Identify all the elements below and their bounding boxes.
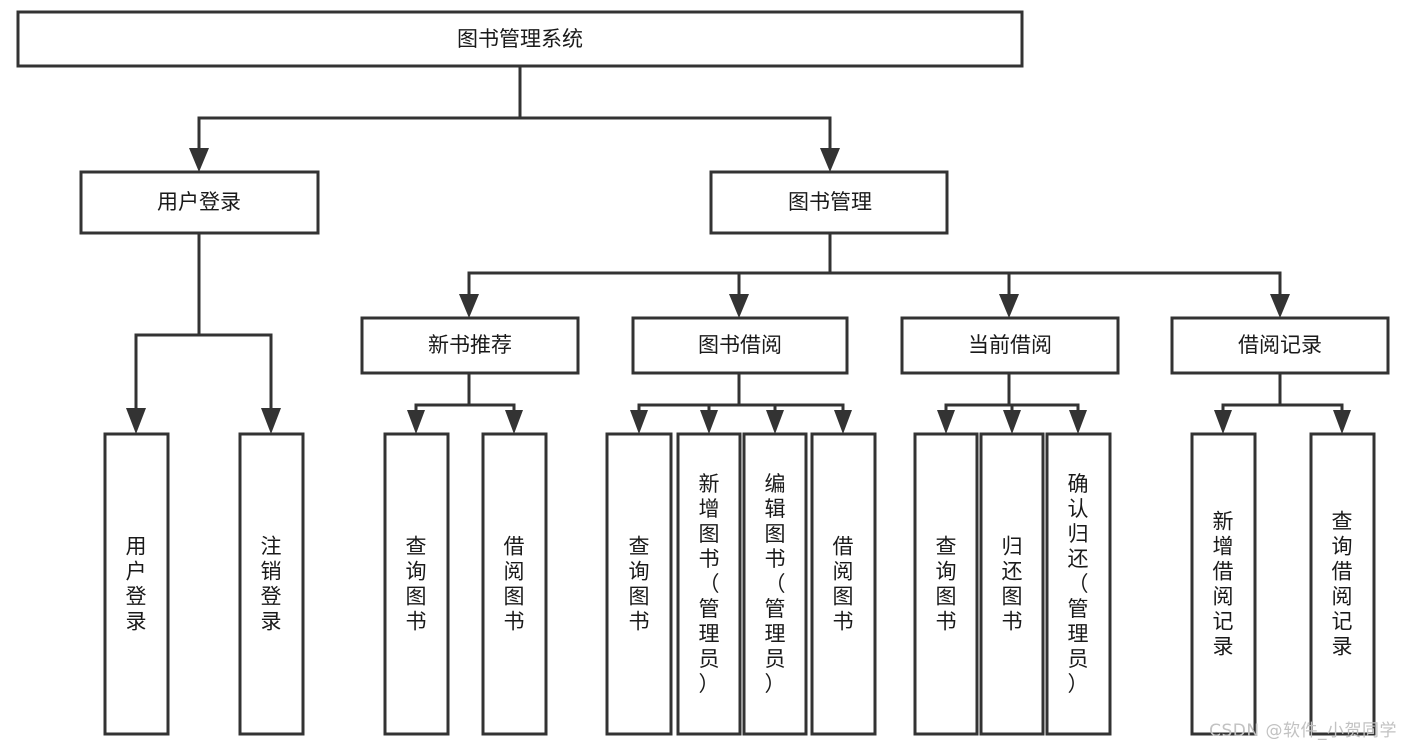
- node-leaf-logout[interactable]: 注销登录: [238, 432, 305, 736]
- arrowhead-leaf-confirm-return: [1069, 410, 1087, 434]
- node-leaf-query-book-c-box[interactable]: [913, 432, 979, 736]
- arrowhead-leaf-borrow-book-b: [834, 410, 852, 434]
- node-leaf-query-book-b-label: 查询图书: [629, 535, 650, 634]
- node-root-label: 图书管理系统: [457, 27, 583, 51]
- node-leaf-return-book[interactable]: 归还图书: [979, 432, 1045, 736]
- node-leaf-borrow-book-rec[interactable]: 借阅图书: [481, 432, 548, 736]
- node-leaf-query-book-b[interactable]: 查询图书: [605, 432, 673, 736]
- node-leaf-edit-book-box[interactable]: [742, 432, 808, 736]
- node-book-borrow[interactable]: 图书借阅: [631, 316, 849, 375]
- node-root-box[interactable]: [16, 10, 1024, 68]
- node-book-borrow-label: 图书借阅: [698, 333, 782, 357]
- arrowhead-leaf-query-book-rec: [407, 410, 425, 434]
- arrowhead-leaf-user-login: [126, 408, 146, 434]
- node-leaf-edit-book[interactable]: 编辑图书（管理员）: [742, 432, 808, 736]
- node-book-manage[interactable]: 图书管理: [709, 170, 949, 235]
- arrowhead-new-book-rec: [459, 294, 479, 318]
- node-leaf-borrow-book-rec-label: 借阅图书: [504, 535, 525, 634]
- node-leaf-borrow-book-b-box[interactable]: [810, 432, 877, 736]
- node-leaf-borrow-book-b[interactable]: 借阅图书: [810, 432, 877, 736]
- arrowhead-leaf-borrow-book-rec: [505, 410, 523, 434]
- arrowhead-leaf-add-book: [700, 410, 718, 434]
- node-borrow-record[interactable]: 借阅记录: [1170, 316, 1390, 375]
- node-leaf-add-book-label: 新增图书（管理员）: [699, 472, 720, 696]
- arrowhead-leaf-query-book-b: [630, 410, 648, 434]
- node-leaf-query-record-label: 查询借阅记录: [1332, 510, 1353, 659]
- node-current-borrow[interactable]: 当前借阅: [900, 316, 1120, 375]
- node-leaf-edit-book-label: 编辑图书（管理员）: [765, 472, 786, 696]
- node-leaf-borrow-book-b-label: 借阅图书: [833, 535, 854, 634]
- node-leaf-query-book-rec-label: 查询图书: [406, 535, 427, 634]
- node-current-borrow-box[interactable]: [900, 316, 1120, 375]
- node-user-login[interactable]: 用户登录: [79, 170, 320, 235]
- arrowhead-leaf-return-book: [1003, 410, 1021, 434]
- arrowhead-leaf-logout: [261, 408, 281, 434]
- arrowhead-book-manage: [820, 148, 840, 172]
- node-leaf-add-book[interactable]: 新增图书（管理员）: [676, 432, 742, 736]
- node-leaf-add-record-label: 新增借阅记录: [1213, 510, 1234, 659]
- node-leaf-borrow-book-rec-box[interactable]: [481, 432, 548, 736]
- node-leaf-confirm-return[interactable]: 确认归还（管理员）: [1045, 432, 1112, 736]
- node-leaf-user-login[interactable]: 用户登录: [103, 432, 170, 736]
- node-leaf-query-book-c[interactable]: 查询图书: [913, 432, 979, 736]
- node-book-borrow-box[interactable]: [631, 316, 849, 375]
- arrowhead-borrow-record: [1270, 294, 1290, 318]
- node-current-borrow-label: 当前借阅: [968, 333, 1052, 357]
- node-leaf-query-book-rec[interactable]: 查询图书: [383, 432, 450, 736]
- arrowhead-leaf-add-record: [1214, 410, 1232, 434]
- node-borrow-record-label: 借阅记录: [1238, 333, 1322, 357]
- node-leaf-user-login-box[interactable]: [103, 432, 170, 736]
- node-leaf-add-record[interactable]: 新增借阅记录: [1190, 432, 1257, 736]
- arrowhead-user-login: [189, 148, 209, 172]
- arrowhead-current-borrow: [999, 294, 1019, 318]
- node-new-book-rec-label: 新书推荐: [428, 333, 512, 357]
- node-leaf-logout-label: 注销登录: [261, 535, 282, 634]
- node-root[interactable]: 图书管理系统: [16, 10, 1024, 68]
- arrowhead-book-borrow: [729, 294, 749, 318]
- node-leaf-add-record-box[interactable]: [1190, 432, 1257, 736]
- node-leaf-query-book-b-box[interactable]: [605, 432, 673, 736]
- node-new-book-rec[interactable]: 新书推荐: [360, 316, 580, 375]
- node-leaf-logout-box[interactable]: [238, 432, 305, 736]
- node-new-book-rec-box[interactable]: [360, 316, 580, 375]
- node-leaf-query-record[interactable]: 查询借阅记录: [1309, 432, 1376, 736]
- node-leaf-return-book-box[interactable]: [979, 432, 1045, 736]
- node-leaf-query-book-c-label: 查询图书: [936, 535, 957, 634]
- node-leaf-user-login-label: 用户登录: [126, 535, 147, 634]
- node-book-manage-box[interactable]: [709, 170, 949, 235]
- node-leaf-query-book-rec-box[interactable]: [383, 432, 450, 736]
- node-leaf-confirm-return-label: 确认归还（管理员）: [1068, 472, 1089, 696]
- arrowhead-leaf-query-book-c: [937, 410, 955, 434]
- node-leaf-confirm-return-box[interactable]: [1045, 432, 1112, 736]
- node-leaf-return-book-label: 归还图书: [1002, 535, 1023, 634]
- node-leaf-query-record-box[interactable]: [1309, 432, 1376, 736]
- node-book-manage-label: 图书管理: [788, 190, 872, 214]
- node-user-login-label: 用户登录: [157, 190, 241, 214]
- arrowhead-leaf-query-record: [1333, 410, 1351, 434]
- node-borrow-record-box[interactable]: [1170, 316, 1390, 375]
- arrowhead-leaf-edit-book: [766, 410, 784, 434]
- node-leaf-add-book-box[interactable]: [676, 432, 742, 736]
- connector-layer: [126, 64, 1351, 434]
- node-user-login-box[interactable]: [79, 170, 320, 235]
